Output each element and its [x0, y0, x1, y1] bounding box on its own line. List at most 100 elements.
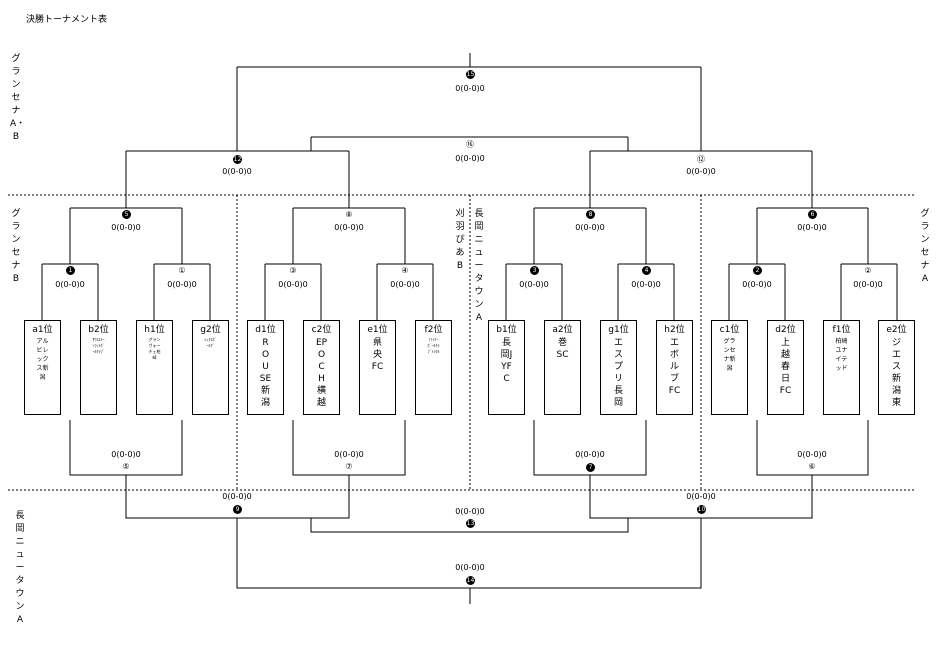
score-qf4: 0(0-0)0: [797, 223, 827, 232]
match-number-8: 8: [586, 210, 595, 219]
team-box: b2位 ｻｳｽｽﾄｰﾝﾌｯﾄﾎﾞｰﾙｸﾗﾌﾞ: [80, 320, 117, 415]
score-qf2: 0(0-0)0: [334, 223, 364, 232]
match-number-4: 4: [642, 266, 651, 275]
side-label-mid-center-b: 長岡ニュータウンA: [474, 209, 484, 323]
team-rank: h2位: [664, 325, 685, 335]
team-box: f2位 ﾌｧﾐﾘｰﾎﾞｰﾙｸﾗﾌﾞﾐﾗｸﾙ: [415, 320, 452, 415]
match-number-13: 13: [466, 519, 475, 528]
match-number-c3: ③: [289, 266, 297, 275]
score-r1-7: 0(0-0)0: [742, 280, 772, 289]
page-title: 決勝トーナメント表: [26, 15, 108, 25]
side-label-mid-center-a: 刈羽ぴあB: [455, 209, 465, 271]
match-number-c8: ⑧: [345, 210, 353, 219]
team-name: エスプリ長岡: [613, 338, 623, 408]
match-number-1: 1: [66, 266, 75, 275]
team-rank: c2位: [311, 325, 332, 335]
team-box: c1位 グランセナ新潟: [711, 320, 748, 415]
match-number-c1: ①: [178, 266, 186, 275]
score-qf-bottom-3: 0(0-0)0: [575, 450, 605, 459]
match-number-2: 2: [753, 266, 762, 275]
team-name: ROUSE新潟: [259, 338, 272, 408]
score-qf-bottom-1: 0(0-0)0: [111, 450, 141, 459]
match-number-c5: ⑤: [122, 462, 130, 471]
team-rank: b2位: [88, 325, 109, 335]
score-semi-bottom-right: 0(0-0)0: [686, 492, 716, 501]
team-rank: e2位: [886, 325, 907, 335]
score-r1-4: 0(0-0)0: [390, 280, 420, 289]
team-box: a2位 巻SC: [544, 320, 581, 415]
side-label-mid-left: グランセナB: [11, 209, 21, 284]
team-rank: b1位: [496, 325, 517, 335]
team-box: h2位 エボルブFC: [656, 320, 693, 415]
team-box: g1位 エスプリ長岡: [600, 320, 637, 415]
team-box: d2位 上越春日FC: [767, 320, 804, 415]
score-r1-5: 0(0-0)0: [519, 280, 549, 289]
team-rank: d1位: [255, 325, 276, 335]
match-number-14: 14: [466, 576, 475, 585]
team-rank: h1位: [144, 325, 165, 335]
score-semi-left-top: 0(0-0)0: [222, 167, 252, 176]
team-name: アルビレックス新潟: [36, 338, 49, 381]
team-name: グランヴォーチェ柏崎: [148, 337, 161, 360]
team-name: エボルブFC: [668, 338, 681, 396]
team-name: 巻SC: [556, 338, 569, 360]
team-rank: f1位: [832, 325, 851, 335]
score-final-bottom: 0(0-0)0: [455, 563, 485, 572]
match-number-c4: ④: [401, 266, 409, 275]
match-number-10: 10: [697, 505, 706, 514]
team-name: 長岡JYFC: [500, 338, 513, 384]
score-r1-6: 0(0-0)0: [631, 280, 661, 289]
match-number-c16: ⑯: [466, 140, 474, 149]
score-r1-1: 0(0-0)0: [55, 280, 85, 289]
team-box: d1位 ROUSE新潟: [247, 320, 284, 415]
team-rank: a1位: [32, 325, 53, 335]
score-r1-8: 0(0-0)0: [853, 280, 883, 289]
score-r1-2: 0(0-0)0: [167, 280, 197, 289]
team-box: g2位 ﾚｯｸｽﾎﾞｰﾙｸﾞ: [192, 320, 229, 415]
team-rank: g2位: [200, 325, 221, 335]
team-name: ﾌｧﾐﾘｰﾎﾞｰﾙｸﾗﾌﾞﾐﾗｸﾙ: [427, 337, 440, 354]
side-label-top-left: グランセナA・B: [10, 54, 26, 142]
score-third-top: 0(0-0)0: [455, 154, 485, 163]
score-third-bottom: 0(0-0)0: [455, 507, 485, 516]
score-qf-bottom-2: 0(0-0)0: [334, 450, 364, 459]
team-rank: a2位: [552, 325, 573, 335]
team-name: ジエス新潟東: [891, 338, 901, 408]
score-r1-3: 0(0-0)0: [278, 280, 308, 289]
team-rank: e1位: [367, 325, 388, 335]
team-name: EPOCH横越: [315, 338, 328, 408]
match-number-3: 3: [530, 266, 539, 275]
match-number-9: 9: [233, 505, 242, 514]
score-qf-bottom-4: 0(0-0)0: [797, 450, 827, 459]
team-box: h1位 グランヴォーチェ柏崎: [136, 320, 173, 415]
team-box: e2位 ジエス新潟東: [878, 320, 915, 415]
match-number-c2: ②: [864, 266, 872, 275]
team-rank: d2位: [775, 325, 796, 335]
match-number-c6: ⑥: [808, 462, 816, 471]
match-number-c12: ⑫: [697, 155, 705, 164]
team-name: グランセナ新潟: [723, 338, 736, 372]
team-name: ﾚｯｸｽﾎﾞｰﾙｸﾞ: [204, 337, 217, 348]
team-box: b1位 長岡JYFC: [488, 320, 525, 415]
team-rank: c1位: [719, 325, 740, 335]
score-final-top: 0(0-0)0: [455, 84, 485, 93]
team-name: ｻｳｽｽﾄｰﾝﾌｯﾄﾎﾞｰﾙｸﾗﾌﾞ: [92, 337, 105, 354]
score-semi-bottom-left: 0(0-0)0: [222, 492, 252, 501]
team-box: f1位 柏崎ユナイテッド: [823, 320, 860, 415]
score-semi-right-top: 0(0-0)0: [686, 167, 716, 176]
match-number-12: 12: [233, 155, 242, 164]
side-label-mid-right: グランセナA: [920, 209, 930, 284]
side-label-bottom-left: 長岡ニュータウンA: [15, 511, 25, 625]
score-qf3: 0(0-0)0: [575, 223, 605, 232]
score-qf1: 0(0-0)0: [111, 223, 141, 232]
team-name: 県央FC: [371, 338, 384, 372]
match-number-7: 7: [586, 463, 595, 472]
match-number-15: 15: [466, 70, 475, 79]
team-name: 上越春日FC: [779, 338, 792, 396]
team-rank: g1位: [608, 325, 629, 335]
match-number-5: 5: [122, 210, 131, 219]
team-name: 柏崎ユナイテッド: [835, 338, 848, 372]
match-number-6: 6: [808, 210, 817, 219]
team-rank: f2位: [424, 325, 443, 335]
